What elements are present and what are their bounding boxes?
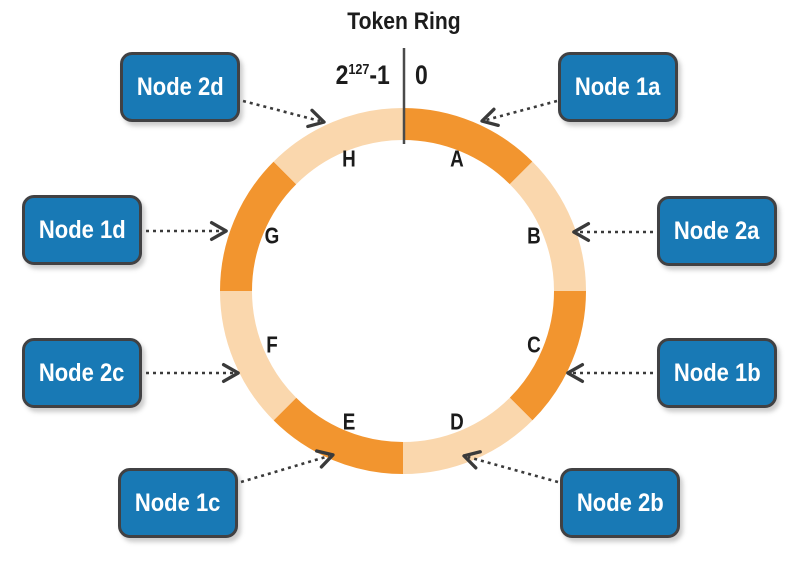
- arrows-group: [146, 99, 653, 484]
- max-token-suffix: -1: [369, 60, 390, 90]
- ring-segment-f: [220, 290, 297, 421]
- ring-segment-label-e: E: [342, 408, 356, 435]
- ring-segment-label-d: D: [450, 408, 464, 435]
- ring-segment-g: [220, 161, 297, 292]
- diagram-title: Token Ring: [347, 8, 461, 35]
- ring-segment-label-g: G: [264, 222, 280, 249]
- ring-segment-label-b: B: [527, 222, 541, 249]
- node-box-1d: Node 1d: [22, 195, 142, 265]
- node-box-2d: Node 2d: [120, 52, 240, 122]
- arrow-node-2d-to-segment-h: [242, 99, 326, 129]
- node-label-2d: Node 2d: [136, 72, 224, 101]
- ring-segments-group: [220, 108, 586, 474]
- node-box-1b: Node 1b: [657, 338, 777, 408]
- ring-segment-label-a: A: [450, 145, 464, 172]
- ring-max-token-label: 2127-1: [336, 60, 390, 91]
- node-box-2c: Node 2c: [22, 338, 142, 408]
- max-token-base: 2: [335, 60, 349, 90]
- node-box-1a: Node 1a: [558, 52, 678, 122]
- node-label-2a: Node 2a: [674, 216, 760, 245]
- node-label-2b: Node 2b: [576, 488, 664, 517]
- ring-segment-c: [509, 290, 586, 421]
- node-box-2a: Node 2a: [657, 196, 777, 266]
- arrow-node-2b-to-segment-d: [462, 450, 559, 484]
- arrow-node-1c-to-segment-e: [240, 449, 335, 484]
- node-box-1c: Node 1c: [118, 468, 238, 538]
- node-label-1d: Node 1d: [38, 215, 126, 244]
- ring-segment-h: [273, 108, 404, 185]
- node-label-2c: Node 2c: [39, 358, 125, 387]
- ring-segment-a: [402, 108, 533, 185]
- node-label-1a: Node 1a: [575, 72, 661, 101]
- max-token-exponent: 127: [348, 62, 370, 78]
- ring-segment-label-c: C: [527, 331, 541, 358]
- node-label-1b: Node 1b: [673, 358, 761, 387]
- arrow-node-1a-to-segment-a: [480, 99, 558, 128]
- node-label-1c: Node 1c: [135, 488, 221, 517]
- ring-segment-label-h: H: [342, 145, 356, 172]
- ring-segment-label-f: F: [266, 331, 278, 358]
- ring-zero-token-label: 0: [415, 60, 428, 90]
- ring-segment-e: [273, 397, 404, 474]
- ring-segment-d: [402, 397, 533, 474]
- node-box-2b: Node 2b: [560, 468, 680, 538]
- ring-segment-b: [509, 161, 586, 292]
